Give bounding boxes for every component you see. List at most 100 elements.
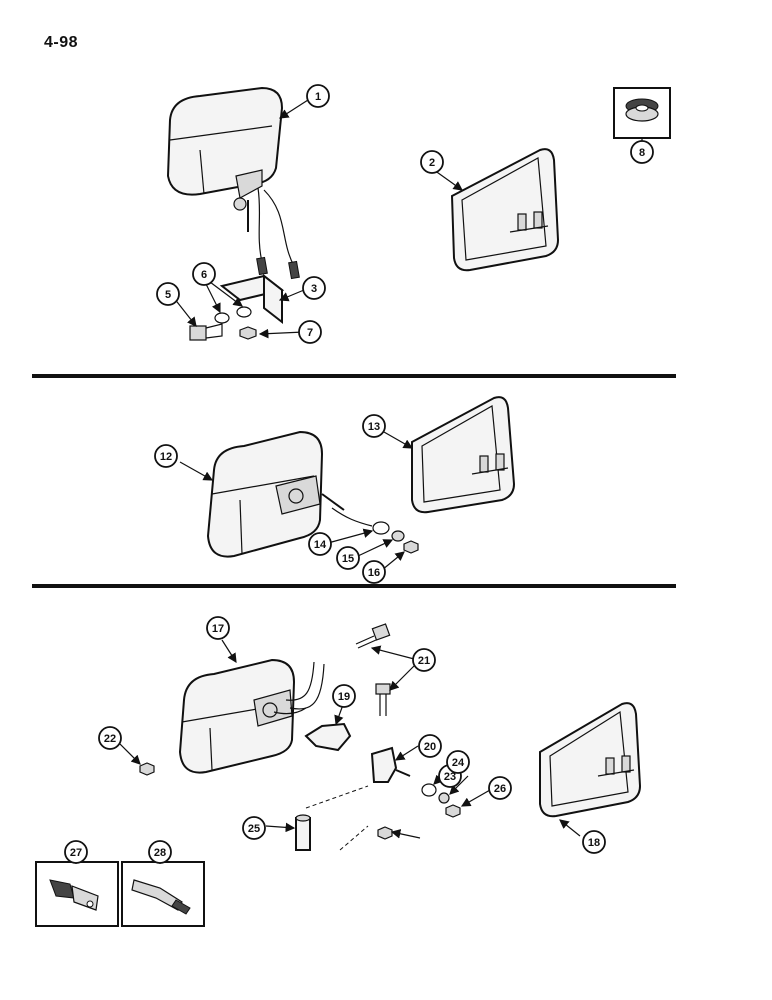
callout-2: 2 [420, 150, 444, 174]
callout-circle [308, 532, 332, 556]
bolt-21 [355, 623, 391, 649]
callout-circle [418, 734, 442, 758]
callout-circle [630, 140, 654, 164]
callout-6: 6 [192, 262, 216, 286]
callout-number: 3 [311, 283, 317, 295]
callout-circle [148, 840, 172, 864]
callout-circle [298, 320, 322, 344]
page-number: 4-98 [44, 34, 79, 51]
callout-number: 16 [368, 567, 380, 579]
callout-27: 27 [64, 840, 88, 864]
callout-number: 26 [494, 783, 506, 795]
spacer-25 [295, 814, 311, 851]
callout-circle [206, 616, 230, 640]
callout-26: 26 [488, 776, 512, 800]
callout-circle [64, 840, 88, 864]
washer-6 [214, 312, 230, 324]
callout-circle [362, 560, 386, 584]
nut-26 [445, 804, 461, 818]
callout-number: 8 [639, 147, 645, 159]
lens-assembly-13 [411, 396, 516, 514]
grommet-inset-8 [613, 87, 671, 139]
callout-19: 19 [332, 684, 356, 708]
lamp-housing-1 [166, 86, 300, 280]
washer-15 [391, 530, 405, 542]
washer-6 [236, 306, 252, 318]
callout-circle [302, 276, 326, 300]
callout-12: 12 [154, 444, 178, 468]
callout-20: 20 [418, 734, 442, 758]
callout-circle [156, 282, 180, 306]
callout-circle [192, 262, 216, 286]
callout-number: 6 [201, 269, 207, 281]
washer-23 [438, 792, 450, 804]
callout-number: 13 [368, 421, 380, 433]
bolt-5 [189, 323, 223, 341]
callout-24: 24 [446, 750, 470, 774]
callout-circle [362, 414, 386, 438]
callout-circle [420, 150, 444, 174]
callout-circle [412, 648, 436, 672]
connector-inset-28 [121, 861, 205, 927]
washer-24 [421, 783, 437, 797]
callout-circle [582, 830, 606, 854]
callout-25: 25 [242, 816, 266, 840]
callout-13: 13 [362, 414, 386, 438]
callout-28: 28 [148, 840, 172, 864]
callout-circle [488, 776, 512, 800]
nut-22 [377, 826, 393, 840]
nut-16 [403, 540, 419, 554]
callout-circle [154, 444, 178, 468]
callout-5: 5 [156, 282, 180, 306]
callout-number: 18 [588, 837, 600, 849]
callout-number: 2 [429, 157, 435, 169]
callout-circle [332, 684, 356, 708]
callout-7: 7 [298, 320, 322, 344]
callout-number: 21 [418, 655, 430, 667]
callout-number: 28 [154, 847, 166, 859]
nut-7 [239, 326, 257, 340]
bracket-20 [370, 746, 411, 783]
callout-number: 1 [315, 91, 321, 103]
callout-21: 21 [412, 648, 436, 672]
leader-lines [75, 99, 643, 864]
callout-number: 19 [338, 691, 350, 703]
callout-circle [242, 816, 266, 840]
nut-22 [139, 762, 155, 776]
bolt-21 [375, 683, 391, 716]
connector-inset-27 [35, 861, 119, 927]
callout-number: 5 [165, 289, 171, 301]
callout-1: 1 [306, 84, 330, 108]
dashed-guide [305, 785, 369, 851]
section-divider [32, 374, 676, 378]
callout-number: 23 [444, 771, 456, 783]
callout-15: 15 [336, 546, 360, 570]
callout-number: 25 [248, 823, 260, 835]
callout-circle [306, 84, 330, 108]
callout-22: 22 [98, 726, 122, 750]
callout-circle [446, 750, 470, 774]
mounting-bracket-3 [219, 273, 285, 325]
callout-17: 17 [206, 616, 230, 640]
lens-assembly-18 [539, 702, 642, 818]
callout-circle [336, 546, 360, 570]
lamp-housing-12 [206, 430, 373, 558]
callout-number: 27 [70, 847, 82, 859]
callout-number: 15 [342, 553, 354, 565]
washer-14 [372, 521, 390, 535]
section-divider [32, 584, 676, 588]
callout-number: 24 [452, 757, 465, 769]
callout-number: 14 [314, 539, 327, 551]
callout-number: 7 [307, 327, 313, 339]
callout-18: 18 [582, 830, 606, 854]
lens-assembly-2 [450, 148, 560, 272]
callout-number: 12 [160, 451, 172, 463]
bracket-19 [304, 722, 352, 752]
callout-number: 20 [424, 741, 436, 753]
callout-circle [98, 726, 122, 750]
lamp-housing-17 [178, 658, 325, 774]
callout-16: 16 [362, 560, 386, 584]
